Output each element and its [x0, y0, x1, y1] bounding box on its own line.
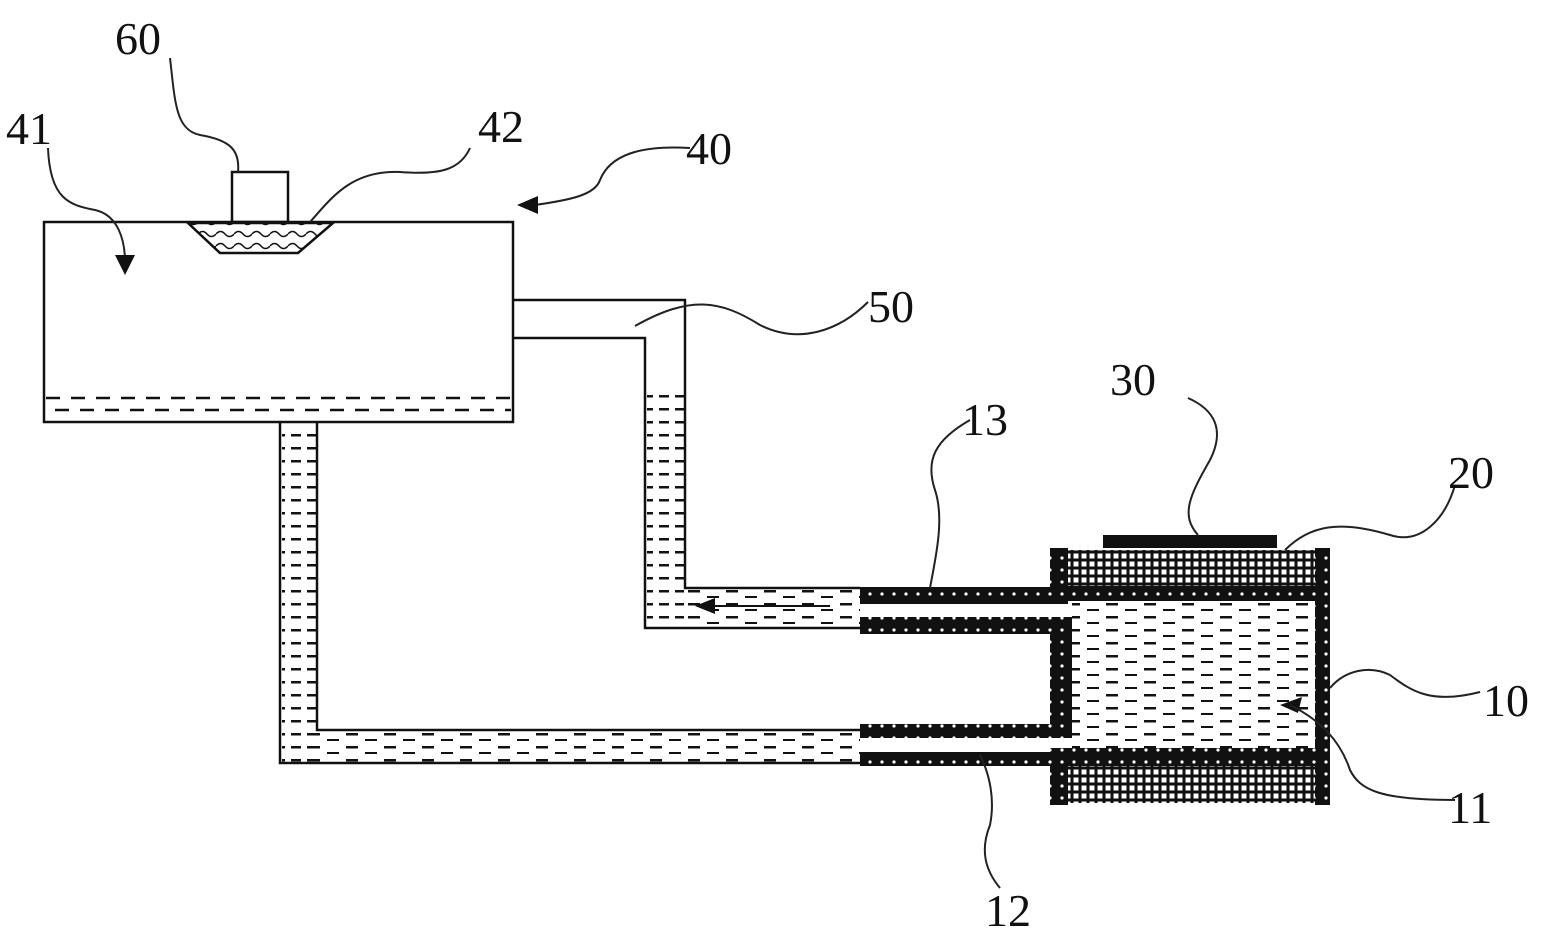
label-return-pipe: 50	[868, 281, 914, 332]
label-outlet-tube: 13	[962, 394, 1008, 445]
filter-element	[184, 221, 337, 255]
supply-pipe	[278, 422, 860, 765]
inlet-tube-upper-wall	[860, 724, 1072, 738]
return-pipe	[513, 298, 860, 630]
label-chamber: 10	[1483, 675, 1529, 726]
electrode	[1103, 535, 1277, 548]
label-liquid: 11	[1448, 782, 1492, 833]
label-filter: 42	[478, 101, 524, 152]
outlet-tube-lower-wall	[860, 617, 1072, 634]
label-reservoir: 40	[686, 123, 732, 174]
inlet-tube-lower-wall	[860, 752, 1060, 766]
label-housing: 20	[1448, 447, 1494, 498]
heating-device	[1050, 548, 1330, 805]
chamber-liquid	[1072, 601, 1315, 748]
sensor-box	[230, 170, 290, 224]
outlet-tube-upper-wall	[860, 587, 1060, 604]
label-electrode: 30	[1110, 354, 1156, 405]
flow-arrow	[695, 598, 830, 614]
label-inlet-tube: 12	[985, 885, 1031, 936]
label-sensor: 60	[115, 13, 161, 64]
label-tank-cavity: 41	[6, 103, 52, 154]
